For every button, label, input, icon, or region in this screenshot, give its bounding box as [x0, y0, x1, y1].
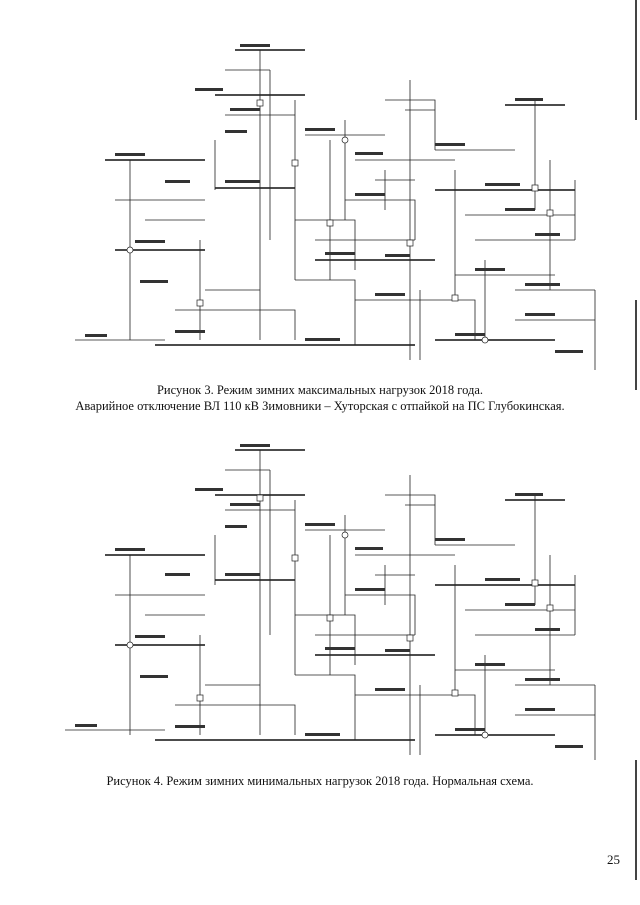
schematic-label-marks — [75, 444, 583, 748]
schematic-lines — [75, 49, 596, 370]
figure-3-caption-line1: Рисунок 3. Режим зимних максимальных наг… — [156, 383, 484, 397]
schematic-nodes — [126, 99, 554, 344]
scan-edge-mark-top — [635, 0, 637, 120]
schematic-label-marks — [85, 44, 583, 353]
figure-4-diagram — [65, 444, 596, 760]
scan-edge-mark-bottom — [635, 760, 637, 880]
page-number: 25 — [607, 852, 620, 867]
figure-3-diagram — [75, 44, 596, 370]
schematic-nodes — [126, 494, 554, 739]
figure-3-schematic — [55, 40, 615, 380]
figure-4-schematic — [55, 440, 615, 770]
figure-4-caption: Рисунок 4. Режим зимних минимальных нагр… — [106, 774, 534, 788]
scan-edge-mark-middle — [635, 300, 637, 390]
figure-3-caption-line2: Аварийное отключение ВЛ 110 кВ Зимовники… — [75, 399, 565, 413]
